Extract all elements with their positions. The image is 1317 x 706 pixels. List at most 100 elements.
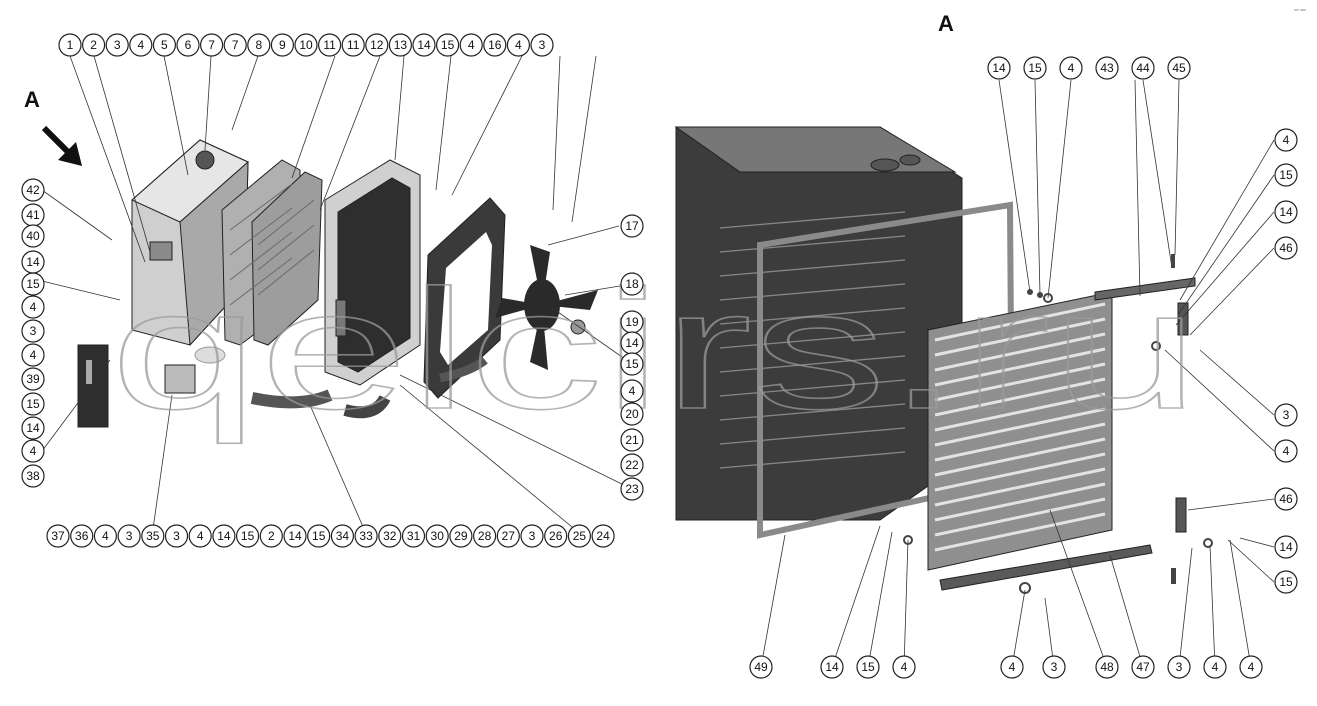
callout-left-top: 13 [388, 33, 412, 57]
protective-grille [927, 291, 1113, 571]
callout-circle [164, 524, 189, 548]
callout-number: 7 [232, 38, 239, 52]
callout-circle [496, 524, 520, 548]
callout-circle [1274, 236, 1298, 260]
callout-circle [21, 178, 45, 202]
callout-right-top: 43 [1095, 56, 1119, 80]
main-radiator [324, 159, 421, 386]
callout-left-bottom: 2 [259, 524, 283, 548]
callout-number: 15 [241, 529, 255, 543]
callout-number: 27 [502, 529, 516, 543]
callout-number: 19 [625, 315, 639, 329]
callout-circle [21, 272, 45, 296]
callout-right-side: 4 [1274, 439, 1298, 463]
callout-number: 16 [488, 38, 502, 52]
callout-right-bottom: 48 [1095, 655, 1119, 679]
callout-left-right: 15 [620, 352, 644, 376]
callout-circle [425, 524, 449, 548]
callout-number: 15 [861, 660, 875, 674]
callout-number: 10 [299, 38, 313, 52]
callout-number: 14 [417, 38, 431, 52]
callout-circle [1274, 535, 1298, 559]
callout-circle [188, 524, 212, 548]
callout-left-side: 3 [21, 319, 45, 343]
callout-number: 13 [394, 38, 408, 52]
callout-circle [436, 33, 460, 57]
callout-circle [21, 439, 45, 463]
callout-left-bottom: 24 [591, 524, 615, 548]
callout-number: 12 [370, 38, 384, 52]
watermark-text: qelcirs.ru [110, 255, 1200, 445]
callout-circle [1095, 655, 1119, 679]
callout-circle [459, 33, 483, 57]
callout-circle [341, 33, 365, 57]
callout-number: 4 [1009, 660, 1016, 674]
callout-number: 37 [51, 529, 65, 543]
callout-left-top: 16 [483, 33, 507, 57]
callout-left-right: 21 [620, 428, 644, 452]
callout-circle [70, 524, 94, 548]
callout-number: 8 [255, 38, 262, 52]
callout-circle [93, 524, 118, 548]
callout-number: 15 [26, 277, 40, 291]
callout-left-right: 18 [620, 272, 644, 296]
callout-number: 14 [288, 529, 302, 543]
callout-number: 2 [268, 529, 275, 543]
callout-circle [1023, 56, 1047, 80]
callout-left-top: 5 [152, 33, 176, 57]
callout-circle [530, 33, 554, 57]
callout-number: 40 [26, 229, 40, 243]
callout-number: 3 [1283, 408, 1290, 422]
callout-right-side: 14 [1274, 535, 1298, 559]
callout-left-bottom: 32 [378, 524, 402, 548]
callout-number: 14 [26, 255, 40, 269]
callout-number: 3 [1051, 660, 1058, 674]
callout-circle [1274, 128, 1298, 152]
callout-circle [856, 655, 880, 679]
callout-left-right: 4 [620, 379, 644, 403]
callout-number: 15 [26, 397, 40, 411]
callout-left-right: 14 [620, 331, 644, 355]
callout-number: 45 [1172, 61, 1186, 75]
callout-number: 42 [26, 183, 40, 197]
callout-left-bottom: 25 [567, 524, 592, 548]
callout-circle [259, 524, 283, 548]
callout-circle [21, 224, 45, 248]
callout-number: 4 [102, 529, 109, 543]
intercooler-cores [221, 159, 323, 346]
callout-circle [307, 524, 331, 548]
callout-right-bottom: 4 [1203, 655, 1227, 679]
callout-circle [117, 524, 141, 548]
callout-number: 49 [754, 660, 768, 674]
callout-circle [749, 655, 773, 679]
callout-left-bottom: 37 [46, 524, 70, 548]
callout-circle [473, 524, 497, 548]
callout-number: 3 [30, 324, 37, 338]
callout-left-top: 9 [270, 33, 294, 57]
callout-number: 17 [625, 219, 639, 233]
callout-left-right: 20 [620, 402, 644, 426]
callout-number: 23 [625, 482, 639, 496]
callout-number: 29 [454, 529, 468, 543]
callout-number: 4 [1248, 660, 1255, 674]
callout-left-top: 11 [318, 33, 342, 57]
callout-number: 3 [173, 529, 180, 543]
bracket-lower [1175, 497, 1187, 533]
callout-circle [21, 464, 45, 488]
callout-left-bottom: 14 [283, 524, 307, 548]
callout-number: 3 [114, 38, 121, 52]
right-detail-assembly [674, 79, 1275, 668]
callout-number: 4 [30, 444, 37, 458]
callout-circle [21, 343, 45, 367]
callout-number: 3 [126, 529, 133, 543]
callout-left-top: 11 [341, 33, 365, 57]
callout-left-bottom: 28 [473, 524, 497, 548]
callout-circle [378, 524, 402, 548]
callout-number: 3 [539, 38, 546, 52]
callout-left-bottom: 35 [141, 524, 165, 548]
callout-left-top: 4 [506, 33, 531, 57]
callout-number: 44 [1136, 61, 1150, 75]
callout-right-top: 15 [1023, 56, 1047, 80]
callout-right-side: 46 [1274, 236, 1298, 260]
